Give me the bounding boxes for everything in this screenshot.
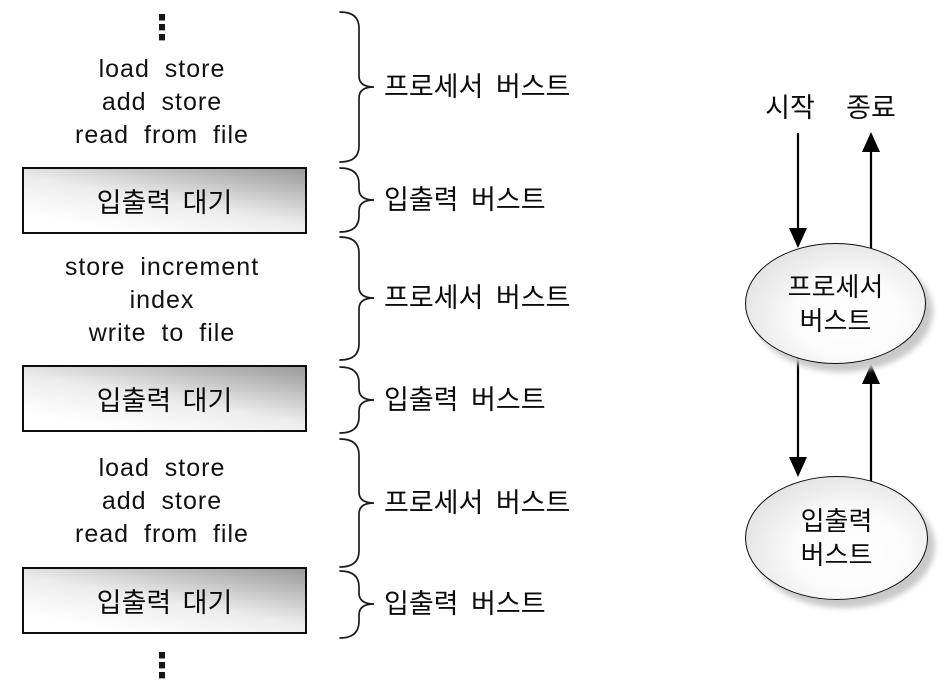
instruction-block-2: store increment index write to file <box>12 251 312 350</box>
instruction-line: store increment <box>64 253 260 281</box>
io-wait-box-2: 입출력 대기 <box>22 365 307 432</box>
instruction-line: read from file <box>75 121 249 149</box>
io-burst-node: 입출력 버스트 <box>745 476 928 600</box>
end-arrow-up-icon <box>862 132 880 248</box>
instruction-line: write to file <box>88 319 236 347</box>
instruction-line: read from file <box>75 520 249 548</box>
brace-icon-io-2 <box>339 366 375 434</box>
brace-icon-processor-1 <box>339 11 375 163</box>
io-wait-label: 입출력 대기 <box>96 188 233 218</box>
instruction-line: load store <box>98 55 226 83</box>
instruction-line: index <box>129 286 195 314</box>
end-label: 종료 <box>846 93 896 123</box>
ellipsis-top-icon: ⋮ <box>145 9 179 47</box>
processor-burst-node-line2: 버스트 <box>799 305 872 336</box>
processor-burst-label-1: 프로세서 버스트 <box>384 72 571 102</box>
processor-to-io-arrow-icon <box>789 357 807 477</box>
instruction-block-1: load store add store read from file <box>12 53 312 152</box>
brace-icon-processor-3 <box>339 438 375 568</box>
processor-burst-node: 프로세서 버스트 <box>745 243 926 364</box>
processor-burst-label-2: 프로세서 버스트 <box>384 283 571 313</box>
io-wait-box-3: 입출력 대기 <box>22 567 307 634</box>
io-burst-node-line1: 입출력 <box>800 506 873 536</box>
io-wait-label: 입출력 대기 <box>96 588 233 618</box>
brace-icon-io-1 <box>339 167 375 233</box>
brace-icon-processor-2 <box>339 236 375 361</box>
brace-icons-group <box>339 11 375 639</box>
io-burst-label-3: 입출력 버스트 <box>384 589 546 619</box>
start-arrow-down-icon <box>789 133 807 248</box>
io-wait-label: 입출력 대기 <box>96 386 233 416</box>
brace-icon-io-3 <box>339 570 375 639</box>
processor-burst-label-3: 프로세서 버스트 <box>384 488 571 518</box>
ellipsis-bottom-icon: ⋮ <box>145 647 179 685</box>
io-burst-node-line2: 버스트 <box>800 540 873 570</box>
instruction-line: load store <box>98 454 226 482</box>
io-burst-label-2: 입출력 버스트 <box>384 385 546 415</box>
io-burst-label-1: 입출력 버스트 <box>384 185 546 215</box>
io-to-processor-arrow-icon <box>862 364 880 481</box>
io-wait-box-1: 입출력 대기 <box>22 167 307 234</box>
instruction-line: add store <box>101 88 223 116</box>
processor-burst-node-line1: 프로세서 <box>787 271 884 302</box>
instruction-block-3: load store add store read from file <box>12 452 312 551</box>
start-label: 시작 <box>765 93 815 123</box>
instruction-line: add store <box>101 487 223 515</box>
